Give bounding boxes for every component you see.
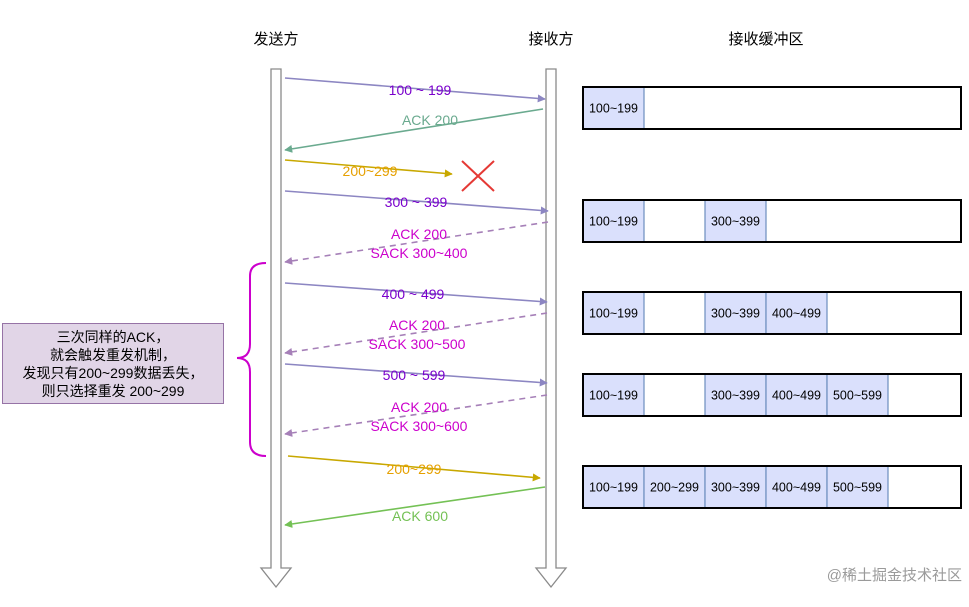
buffer-segment-label: 400~499 bbox=[772, 307, 821, 321]
message-label: 200~299 bbox=[343, 163, 398, 179]
message-label: SACK 300~600 bbox=[371, 418, 468, 434]
buffer-segment bbox=[704, 465, 767, 509]
message-4: 300 ~ 399 bbox=[284, 190, 549, 215]
sender-header: 发送方 bbox=[253, 31, 298, 48]
buffer-segment-label: 100~199 bbox=[589, 307, 638, 321]
message-label: 200~299 bbox=[387, 461, 442, 477]
buffer-segment-label: 300~399 bbox=[711, 215, 760, 229]
buffer-row-5: 100~199 200~299 300~399 400~499 500~599 bbox=[582, 465, 962, 509]
note-line-4: 则只选择重发 200~299 bbox=[41, 382, 185, 399]
message-arrow bbox=[284, 190, 549, 215]
message-10: 200~299 bbox=[287, 455, 541, 482]
buffer-row-4: 100~199 300~399 400~499 500~599 bbox=[582, 373, 962, 417]
sender-lifeline bbox=[259, 68, 293, 589]
buffer-segment-label: 400~499 bbox=[772, 481, 821, 495]
note-box: 三次同样的ACK， 就会触发重发机制， 发现只有200~299数据丢失， 则只选… bbox=[2, 323, 224, 404]
buffer-row-1: 100~199 bbox=[582, 86, 962, 130]
buffer-segment-label: 500~599 bbox=[833, 481, 882, 495]
message-label: 500 ~ 599 bbox=[383, 367, 446, 383]
message-1: 100 ~ 199 bbox=[284, 77, 546, 103]
message-8: 500 ~ 599 bbox=[284, 363, 548, 387]
message-arrow bbox=[284, 363, 548, 387]
watermark: @稀土掘金技术社区 bbox=[827, 567, 962, 584]
message-label: ACK 600 bbox=[392, 508, 448, 524]
message-arrow bbox=[284, 108, 544, 153]
message-label: ACK 200 bbox=[402, 112, 458, 128]
message-label: 100 ~ 199 bbox=[389, 82, 452, 98]
buffer-header: 接收缓冲区 bbox=[728, 31, 803, 48]
buffer-segment bbox=[643, 465, 706, 509]
message-arrow bbox=[284, 394, 548, 437]
buffer-segment-label: 500~599 bbox=[833, 389, 882, 403]
buffer-segment bbox=[765, 291, 828, 335]
buffer-segment bbox=[582, 86, 645, 130]
note-line-2: 就会触发重发机制， bbox=[50, 346, 176, 363]
buffer-segment-label: 100~199 bbox=[589, 481, 638, 495]
message-label: ACK 200 bbox=[391, 399, 447, 415]
buffer-row-3: 100~199 300~399 400~499 bbox=[582, 291, 962, 335]
message-arrow bbox=[284, 312, 548, 356]
message-arrow bbox=[284, 282, 548, 306]
message-11: ACK 600 bbox=[284, 486, 546, 528]
message-3: 200~299 bbox=[284, 159, 495, 192]
buffer-row-2: 100~199 300~399 bbox=[582, 199, 962, 243]
buffer-segment bbox=[704, 373, 767, 417]
buffer-segment-label: 100~199 bbox=[589, 389, 638, 403]
message-arrow bbox=[284, 159, 453, 178]
buffer-segment-label: 300~399 bbox=[711, 481, 760, 495]
message-arrow bbox=[284, 486, 546, 528]
message-arrow bbox=[284, 221, 549, 265]
message-label: ACK 200 bbox=[391, 226, 447, 242]
buffer-segment-label: 100~199 bbox=[589, 102, 638, 116]
message-label: 400 ~ 499 bbox=[382, 286, 445, 302]
buffer-segment-label: 200~299 bbox=[650, 481, 699, 495]
note-line-1: 三次同样的ACK， bbox=[56, 328, 170, 345]
message-label: 300 ~ 399 bbox=[385, 194, 448, 210]
note-line-3: 发现只有200~299数据丢失， bbox=[22, 364, 204, 381]
message-label: SACK 300~400 bbox=[371, 245, 468, 261]
message-6: 400 ~ 499 bbox=[284, 282, 548, 306]
buffer-segment-label: 400~499 bbox=[772, 389, 821, 403]
receiver-lifeline bbox=[534, 68, 568, 589]
buffer-segment-label: 300~399 bbox=[711, 389, 760, 403]
buffer-segment bbox=[582, 291, 645, 335]
message-arrow bbox=[284, 77, 546, 103]
left-brace bbox=[236, 262, 267, 457]
buffer-segment-label: 100~199 bbox=[589, 215, 638, 229]
receiver-header: 接收方 bbox=[528, 31, 573, 48]
message-label: SACK 300~500 bbox=[369, 336, 466, 352]
lost-packet-x-icon bbox=[461, 160, 495, 192]
message-label: ACK 200 bbox=[389, 317, 445, 333]
message-arrow bbox=[287, 455, 541, 482]
buffer-segment-label: 300~399 bbox=[711, 307, 760, 321]
message-2: ACK 200 bbox=[284, 108, 544, 153]
